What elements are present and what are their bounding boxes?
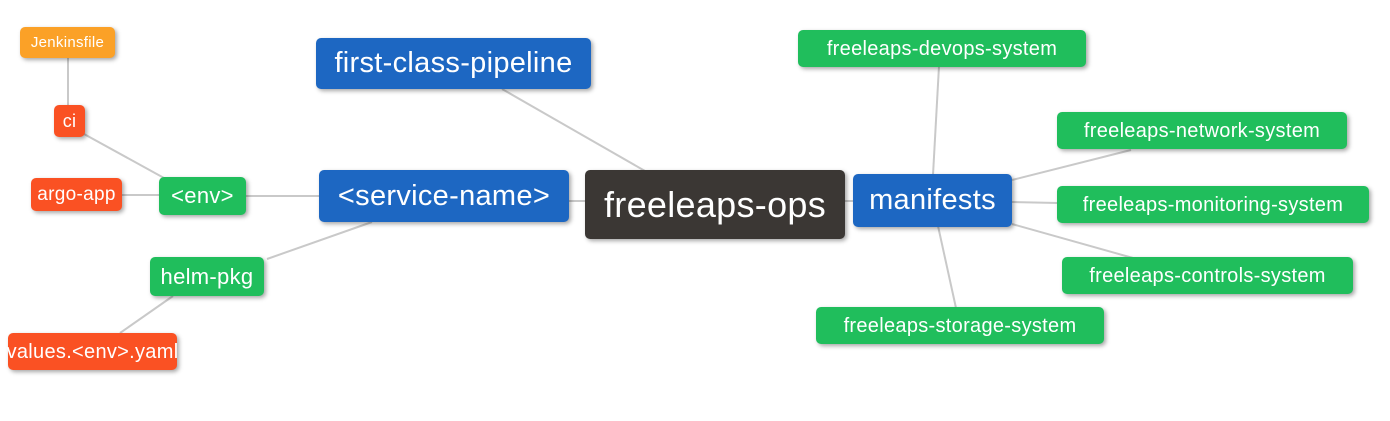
mindmap-node-freeleaps-controls-system[interactable]: freeleaps-controls-system: [1062, 257, 1353, 294]
mindmap-node-argo-app[interactable]: argo-app: [31, 178, 122, 211]
mindmap-node-freeleaps-network-system[interactable]: freeleaps-network-system: [1057, 112, 1347, 149]
mindmap-node-env[interactable]: <env>: [159, 177, 246, 215]
mindmap-node-manifests[interactable]: manifests: [853, 174, 1012, 227]
mindmap-node-freeleaps-storage-system[interactable]: freeleaps-storage-system: [816, 307, 1104, 344]
mindmap-node-helm-pkg[interactable]: helm-pkg: [150, 257, 264, 296]
mindmap-node-freeleaps-ops[interactable]: freeleaps-ops: [585, 170, 845, 239]
mindmap-node-jenkinsfile[interactable]: Jenkinsfile: [20, 27, 115, 58]
mindmap-node-freeleaps-monitoring-system[interactable]: freeleaps-monitoring-system: [1057, 186, 1369, 223]
mindmap-node-values-env-yaml[interactable]: values.<env>.yaml: [7, 333, 178, 370]
mindmap-node-freeleaps-devops-system[interactable]: freeleaps-devops-system: [798, 30, 1086, 67]
mindmap-node-first-class-pipeline[interactable]: first-class-pipeline: [316, 38, 591, 89]
mindmap-node-service-name[interactable]: <service-name>: [319, 170, 569, 222]
mindmap-node-ci[interactable]: ci: [54, 105, 85, 137]
